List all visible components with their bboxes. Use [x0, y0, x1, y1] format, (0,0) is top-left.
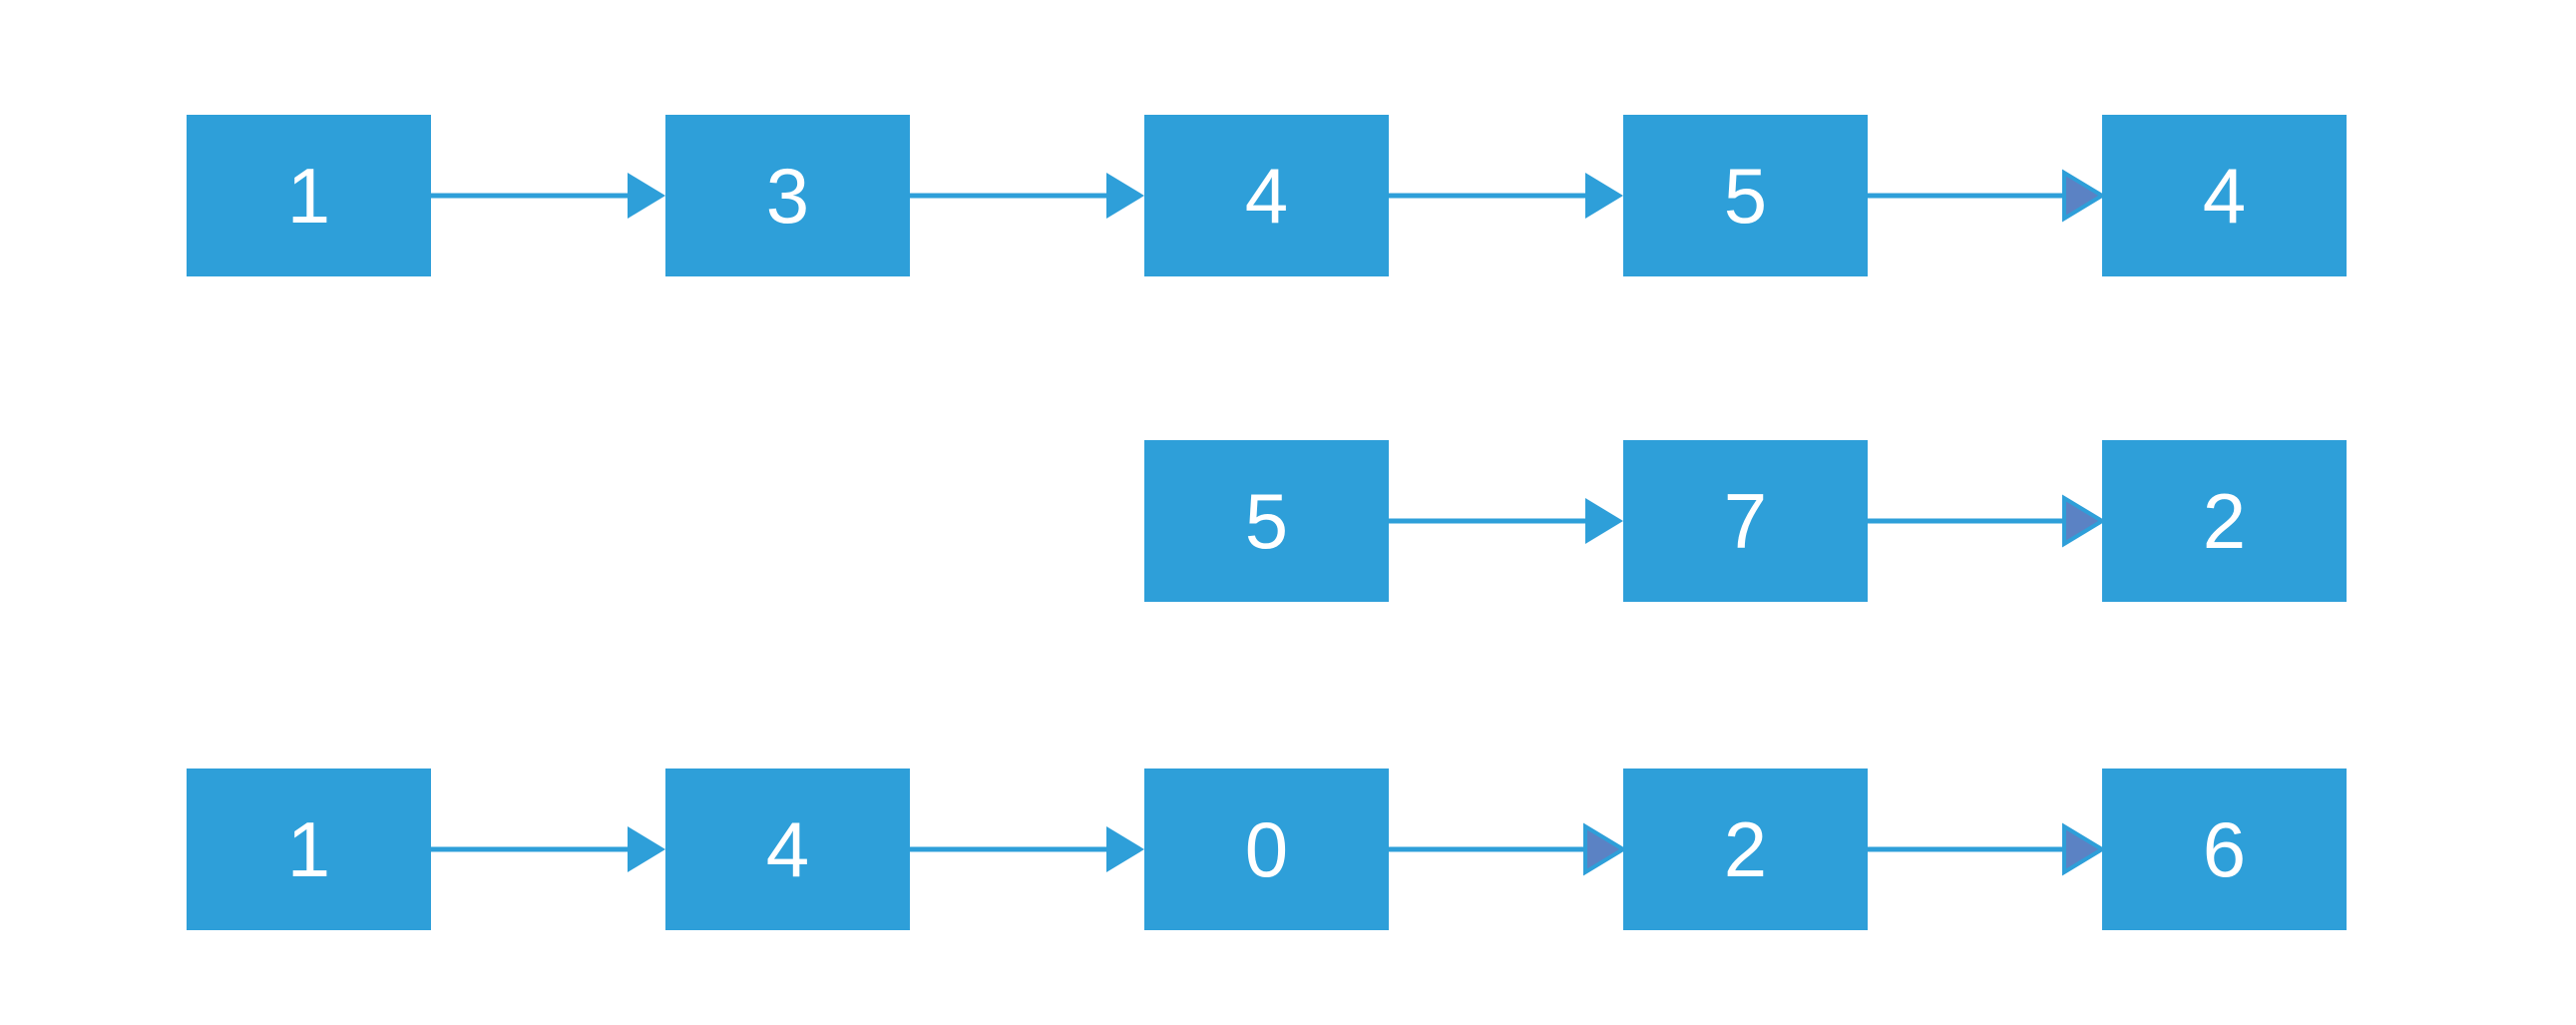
- list-node-value: 7: [1724, 477, 1767, 565]
- arrow-head-icon: [2062, 169, 2106, 223]
- list-node-value: 0: [1245, 805, 1288, 893]
- arrow-head-icon: [2062, 822, 2106, 876]
- arrow-head-icon: [1583, 822, 1627, 876]
- list-node-value: 2: [1724, 805, 1767, 893]
- list-node-box: [1623, 440, 1868, 602]
- list-1: 1 3 4 5 4: [187, 115, 2347, 276]
- list-node-box: [2102, 115, 2347, 276]
- list-node-value: 1: [287, 805, 330, 893]
- list-node-box: [665, 769, 910, 930]
- arrow-head-icon: [1106, 826, 1144, 872]
- arrow-head-icon: [628, 826, 665, 872]
- arrow-head-icon: [2062, 494, 2106, 548]
- list-node-box: [1144, 440, 1389, 602]
- list-node-box: [1623, 769, 1868, 930]
- list-node-value: 5: [1724, 152, 1767, 240]
- list-node-value: 2: [2203, 477, 2246, 565]
- list-node-value: 6: [2203, 805, 2246, 893]
- list-node-value: 4: [766, 805, 809, 893]
- arrow-head-icon: [1585, 498, 1623, 544]
- list-node-value: 4: [2203, 152, 2246, 240]
- arrow-head-icon: [628, 173, 665, 219]
- list-node-box: [665, 115, 910, 276]
- list-node-value: 5: [1245, 477, 1288, 565]
- arrow-head-icon: [1106, 173, 1144, 219]
- list-node-box: [187, 115, 431, 276]
- list-node-box: [1144, 115, 1389, 276]
- list-node-box: [2102, 440, 2347, 602]
- list-node-box: [2102, 769, 2347, 930]
- list-node-box: [1623, 115, 1868, 276]
- list-node-box: [1144, 769, 1389, 930]
- list-node-box: [187, 769, 431, 930]
- list-node-value: 1: [287, 152, 330, 240]
- list-node-value: 4: [1245, 152, 1288, 240]
- list-3: 1 4 0 2 6: [187, 769, 2347, 930]
- list-2: 5 7 2: [1144, 440, 2347, 602]
- list-node-value: 3: [766, 152, 809, 240]
- arrow-head-icon: [1585, 173, 1623, 219]
